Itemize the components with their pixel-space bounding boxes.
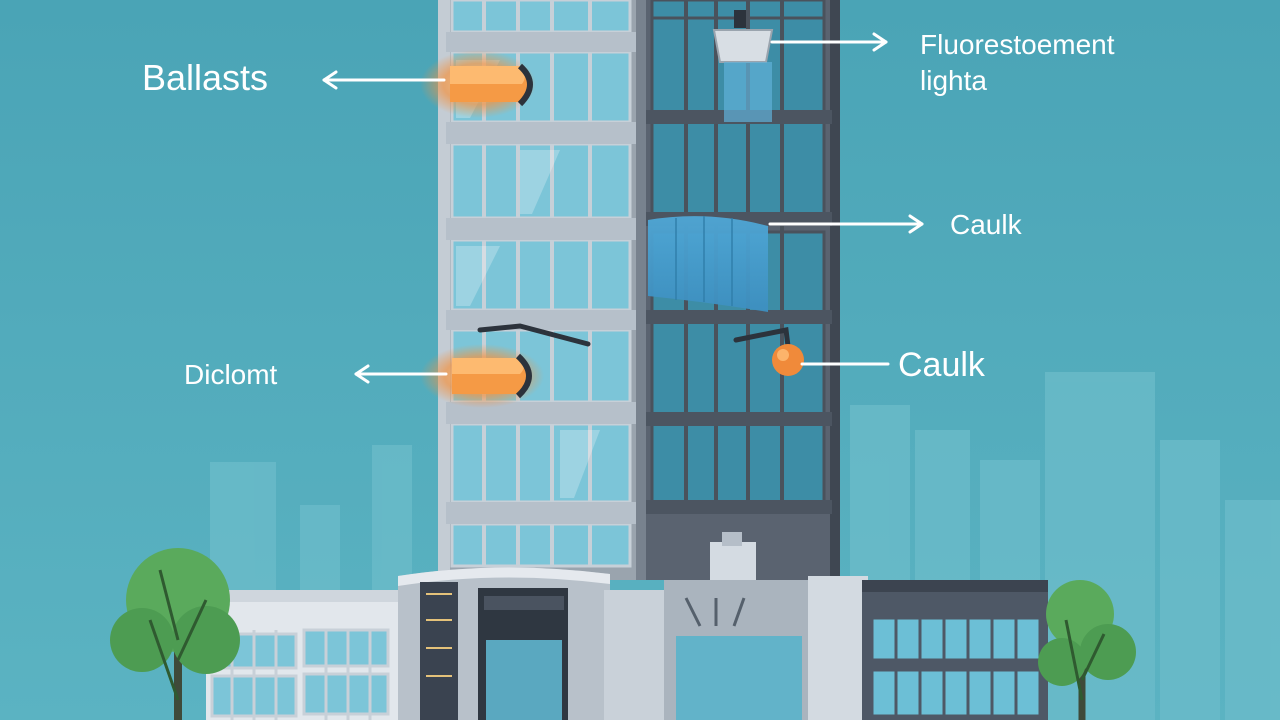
caulk-highlight-lower	[772, 344, 804, 376]
label-fluorescent-line2: lighta	[920, 65, 987, 96]
tree-icon-left	[110, 548, 240, 720]
tree-icon-right	[1038, 580, 1136, 720]
arrow-icon-caulk-upper	[768, 214, 924, 234]
ballast-highlight-upper	[420, 50, 536, 118]
label-diclomt: Diclomt	[184, 359, 278, 390]
podium	[206, 567, 1048, 720]
fluorescent-light-fixture	[712, 10, 774, 122]
ballast-highlight-lower	[420, 344, 544, 408]
caulk-glass-band	[648, 216, 768, 312]
arrow-icon-diclomt	[354, 364, 448, 384]
label-caulk-lower: Caulk	[898, 346, 986, 384]
arrow-icon-ballasts	[322, 70, 446, 90]
lamp-arms	[477, 323, 791, 349]
label-caulk-upper: Caulk	[950, 209, 1023, 240]
arrow-icon-fluorescent	[770, 32, 888, 52]
label-fluorescent-line1: Fluorestoement	[920, 29, 1115, 60]
label-ballasts: Ballasts	[142, 57, 268, 98]
